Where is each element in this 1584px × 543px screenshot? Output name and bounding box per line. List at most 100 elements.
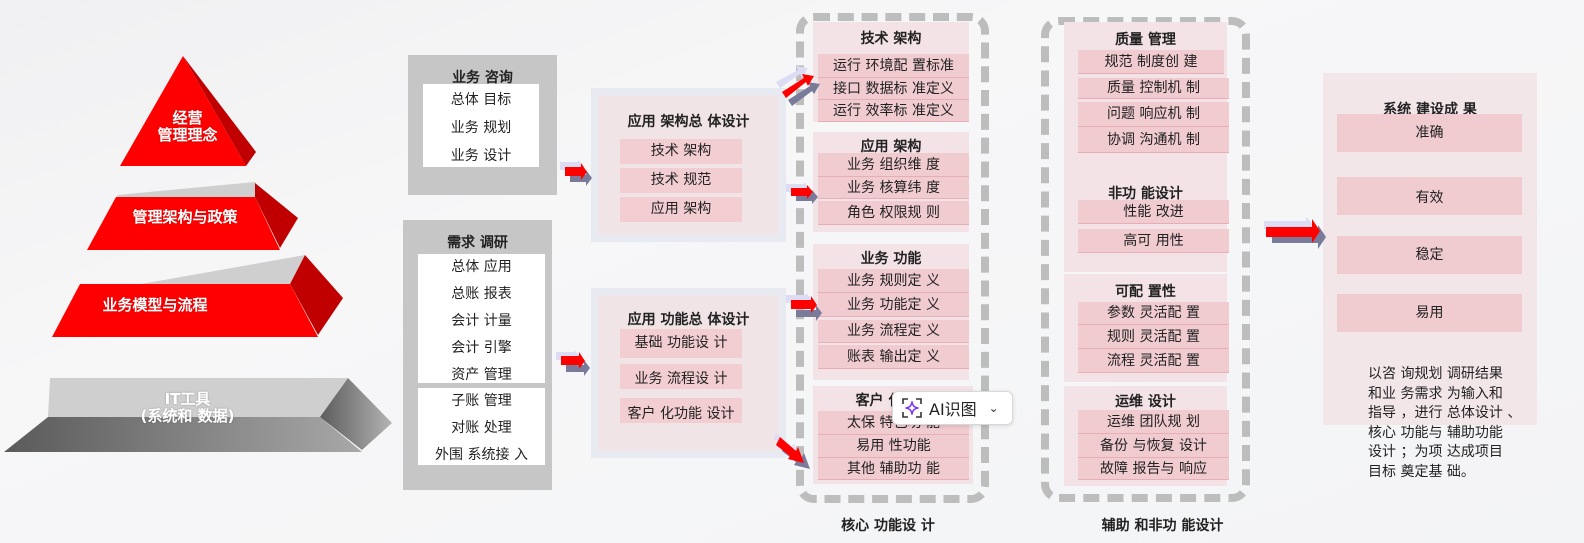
row-item: 业务 组织维 度: [818, 153, 969, 177]
consulting-title: 业务 咨询: [452, 70, 513, 86]
row-item: 业务 流程定 义: [818, 320, 969, 343]
core-section-business: 业务 功能 业务 规则定 义 业务 功能定 义 业务 流程定 义 账表 输出定 …: [813, 244, 969, 380]
description-line: 和业 务需求 为输入和: [1368, 385, 1503, 402]
func-design-item: 基础 功能设 计: [620, 329, 742, 358]
ai-recognize-label: AI识图: [929, 400, 977, 419]
row-item: 接口 数据标 准定义: [818, 78, 969, 100]
section-title: 应用 架构: [860, 139, 922, 155]
result-description: 以咨 询规划 调研结果 和业 务需求 为输入和 指导 ，进行 总体设计 、 核心…: [1368, 365, 1538, 482]
row-item: 运行 环境配 置标准: [818, 54, 969, 78]
core-section-tech: 技术 架构 运行 环境配 置标准 接口 数据标 准定义 运行 效率标 准定义: [813, 22, 969, 122]
row-item: 规范 制度创 建: [1078, 50, 1224, 74]
row-item: 业务 功能定 义: [818, 293, 969, 317]
core-function-footer: 核心 功能设 计: [841, 518, 935, 534]
list-item: 资产 管理: [451, 367, 512, 383]
list-item: 子账 管理: [451, 393, 512, 409]
list-item: 对账 处理: [451, 420, 512, 436]
list-item: 会计 计量: [451, 313, 512, 329]
row-item: 问题 响应机 制: [1078, 102, 1229, 127]
func-design-title: 应用 功能总 体设计: [627, 312, 750, 328]
label-line: 管理理念: [157, 126, 218, 144]
aux-section-config: 可配 置性 参数 灵活配 置 规则 灵活配 置 流程 灵活配 置: [1064, 274, 1229, 382]
row-item: 备份 与恢复 设计: [1078, 434, 1229, 458]
core-section-app: 应用 架构 业务 组织维 度 业务 核算纬 度 角色 权限规 则: [813, 132, 969, 232]
section-title: 可配 置性: [1115, 284, 1176, 300]
arrow-right-icon: [786, 293, 822, 321]
arrow-diagonal-up-icon: [776, 66, 820, 106]
aux-design-footer: 辅助 和非功 能设计: [1101, 518, 1224, 534]
section-title: 业务 功能: [860, 251, 922, 267]
result-item: 稳定: [1337, 236, 1522, 274]
pyramid-graphic: [4, 56, 392, 452]
section-title: 非功 能设计: [1108, 186, 1183, 202]
arrow-right-icon: [1264, 217, 1326, 249]
result-item: 易用: [1337, 294, 1522, 332]
list-item: 外围 系统接 入: [435, 447, 528, 463]
description-line: 核心 功能与 辅助功能: [1368, 424, 1503, 441]
func-design-box: 应用 功能总 体设计 基础 功能设 计 业务 流程设 计 客户 化功能 设计: [591, 288, 786, 458]
description-line: 目标 奠定基 础。: [1368, 463, 1475, 480]
sparkle-scan-icon: [902, 398, 922, 418]
func-design-item: 客户 化功能 设计: [620, 398, 742, 423]
pyramid-level-1-label: 经营 管理理念: [140, 110, 235, 144]
arch-design-item: 技术 规范: [620, 168, 742, 193]
research-box: 需求 调研 总体 应用 总账 报表 会计 计量 会计 引擎 资产 管理 子账 管…: [403, 220, 552, 490]
pyramid-level-2: [87, 182, 298, 250]
list-item: 业务 规划: [450, 120, 512, 136]
row-item: 故障 报告与 响应: [1078, 458, 1229, 480]
arch-design-title: 应用 架构总 体设计: [627, 114, 750, 130]
description-line: 设计 ；为项 达成项目: [1368, 444, 1503, 460]
pyramid-level-2-label: 管理架构与政策: [120, 209, 250, 226]
section-title: 运维 设计: [1115, 394, 1176, 410]
row-item: 运行 效率标 准定义: [818, 100, 969, 122]
list-item: 总账 报表: [451, 286, 512, 302]
row-item: 性能 改进: [1078, 200, 1229, 224]
pyramid-level-4-label: IT工具 (系统和 数据): [120, 391, 255, 425]
pyramid-level-4: [4, 378, 392, 452]
consulting-box: 业务 咨询 总体 目标 业务 规划 业务 设计: [408, 55, 557, 195]
research-list-1: 总体 应用 总账 报表 会计 计量 会计 引擎 资产 管理: [418, 254, 545, 383]
result-item: 准确: [1337, 114, 1522, 152]
pyramid-level-1: [120, 56, 256, 166]
chevron-down-icon[interactable]: ⌄: [988, 401, 999, 415]
result-item: 有效: [1337, 177, 1522, 215]
arrow-right-icon: [556, 350, 590, 376]
aux-section-ops: 运维 设计 运维 团队规 划 备份 与恢复 设计 故障 报告与 响应: [1064, 386, 1229, 486]
arch-design-box: 应用 架构总 体设计 技术 架构 技术 规范 应用 架构: [591, 88, 786, 242]
row-item: 协调 沟通机 制: [1078, 127, 1229, 153]
section-title: 技术 架构: [860, 31, 922, 47]
label-line: 经营: [172, 109, 203, 127]
row-item: 角色 权限规 则: [818, 201, 969, 225]
arrow-right-icon: [560, 160, 592, 186]
aux-section-top: 质量 管理 规范 制度创 建 质量 控制机 制 问题 响应机 制 协调 沟通机 …: [1064, 22, 1229, 272]
arrow-diagonal-down-icon: [774, 433, 810, 469]
ai-recognize-button[interactable]: AI识图 ⌄: [892, 391, 1013, 425]
label-line: (系统和 数据): [140, 407, 235, 425]
arch-design-item: 应用 架构: [620, 197, 742, 222]
func-design-item: 业务 流程设 计: [620, 364, 742, 389]
row-item: 业务 规则定 义: [818, 269, 969, 293]
label-line: 业务模型与流程: [102, 296, 208, 314]
research-list-2: 子账 管理 对账 处理 外围 系统接 入: [418, 388, 545, 465]
aux-design-frame: [1041, 17, 1250, 502]
row-item: 参数 灵活配 置: [1078, 302, 1229, 325]
row-item: 运维 团队规 划: [1078, 410, 1229, 434]
row-item: 高可 用性: [1078, 229, 1229, 253]
row-item: 规则 灵活配 置: [1078, 325, 1229, 349]
list-item: 业务 设计: [450, 148, 512, 164]
pyramid-level-3: [52, 255, 343, 337]
label-line: 管理架构与政策: [132, 208, 238, 226]
row-item: 其他 辅助功 能: [818, 458, 969, 480]
list-item: 总体 应用: [451, 259, 512, 275]
row-item: 流程 灵活配 置: [1078, 349, 1229, 373]
list-item: 会计 引擎: [451, 340, 512, 356]
list-item: 总体 目标: [450, 92, 512, 108]
research-title: 需求 调研: [447, 235, 508, 251]
consulting-list: 总体 目标 业务 规划 业务 设计: [423, 84, 539, 167]
description-line: 指导 ，进行 总体设计 、: [1368, 405, 1522, 421]
arch-design-item: 技术 架构: [620, 139, 742, 164]
row-item: 质量 控制机 制: [1078, 78, 1229, 99]
section-title: 质量 管理: [1115, 32, 1176, 48]
core-function-frame: [796, 13, 989, 503]
row-item: 业务 核算纬 度: [818, 177, 969, 199]
